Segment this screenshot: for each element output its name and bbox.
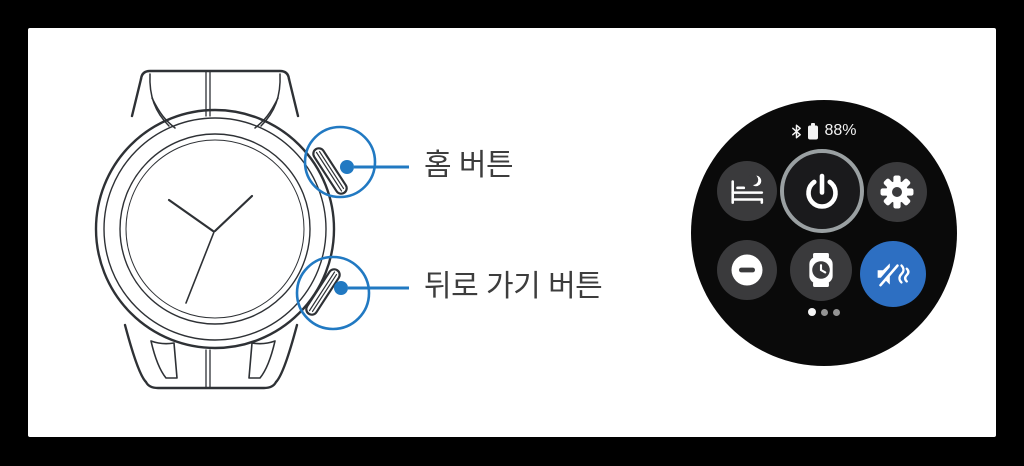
watch-hardware-diagram (94, 69, 409, 390)
speaker-mute-vibrate-icon (876, 262, 910, 287)
watch-face-button[interactable] (790, 239, 852, 301)
watch-hands (167, 194, 254, 304)
power-button[interactable] (780, 149, 864, 233)
bed-moon-icon (731, 174, 764, 204)
callout-dot-back (334, 281, 348, 295)
power-icon (806, 173, 838, 209)
watch-case (94, 108, 336, 350)
settings-button[interactable] (867, 162, 927, 222)
battery-percentage: 88% (824, 122, 857, 139)
page-dot[interactable] (833, 308, 840, 316)
bluetooth-icon (792, 124, 802, 138)
bedtime-mode-button[interactable] (717, 161, 777, 221)
watch-icon (809, 253, 833, 287)
callout-back (295, 255, 409, 331)
quick-settings-screen: 88% (691, 100, 957, 366)
watch-strap-top (130, 69, 300, 129)
page-dot[interactable] (821, 308, 828, 316)
page-indicator (691, 308, 957, 316)
callout-home (303, 125, 409, 199)
back-button-label: 뒤로 가기 버튼 (424, 270, 603, 303)
callout-dot-home (340, 160, 354, 174)
sound-mode-vibrate-button[interactable] (860, 241, 926, 307)
gear-icon (880, 175, 914, 209)
minus-circle-icon (731, 254, 763, 286)
battery-icon (808, 122, 819, 139)
watch-strap-bottom (123, 323, 299, 390)
page-dot-active[interactable] (808, 308, 816, 316)
back-button-key (305, 268, 341, 316)
home-button-key (312, 147, 348, 195)
home-button-label: 홈 버튼 (424, 149, 514, 182)
status-bar: 88% (691, 122, 957, 140)
do-not-disturb-button[interactable] (717, 240, 777, 300)
